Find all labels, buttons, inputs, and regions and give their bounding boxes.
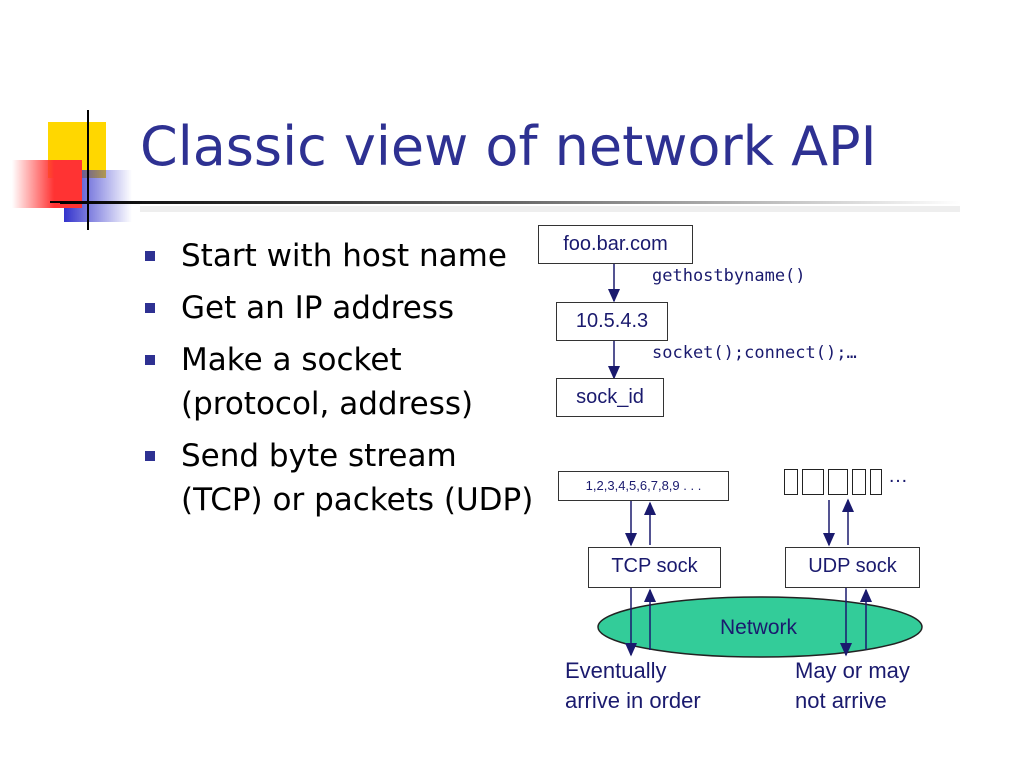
bullet-item: Start with host name	[145, 234, 535, 278]
udp-sock-box: UDP sock	[785, 547, 920, 588]
hostname-box: foo.bar.com	[538, 225, 693, 264]
packet-group: …	[784, 465, 924, 501]
packet-icon	[870, 469, 882, 495]
bullet-square-icon	[145, 451, 155, 461]
tcp-note-line1: Eventually	[565, 658, 667, 683]
title-underline	[60, 201, 960, 212]
network-label: Network	[720, 616, 798, 639]
bullet-text: Send byte stream (TCP) or packets (UDP)	[181, 438, 534, 518]
udp-note-line1: May or may	[795, 658, 910, 683]
ip-address-box: 10.5.4.3	[556, 302, 668, 341]
bullet-square-icon	[145, 303, 155, 313]
bullet-list: Start with host name Get an IP address M…	[145, 234, 535, 530]
packet-icon	[802, 469, 824, 495]
byte-stream-box: 1,2,3,4,5,6,7,8,9 . . .	[558, 471, 729, 501]
bullet-item: Get an IP address	[145, 286, 535, 330]
bullet-square-icon	[145, 355, 155, 365]
gethostbyname-call: gethostbyname()	[652, 266, 806, 286]
socket-connect-call: socket();connect();…	[652, 343, 857, 363]
udp-note-line2: not arrive	[795, 688, 887, 713]
tcp-note-line2: arrive in order	[565, 688, 701, 713]
bullet-text: Start with host name	[181, 238, 507, 274]
bullet-item: Send byte stream (TCP) or packets (UDP)	[145, 434, 535, 522]
tcp-sock-box: TCP sock	[588, 547, 721, 588]
bullet-text: Get an IP address	[181, 290, 455, 326]
bullet-text: Make a socket (protocol, address)	[181, 342, 474, 422]
packet-icon	[828, 469, 848, 495]
bullet-square-icon	[145, 251, 155, 261]
bullet-item: Make a socket (protocol, address)	[145, 338, 535, 426]
sock-id-box: sock_id	[556, 378, 664, 417]
slide-title: Classic view of network API	[140, 115, 877, 178]
packets-ellipsis: …	[888, 465, 908, 487]
packet-icon	[784, 469, 798, 495]
packet-icon	[852, 469, 866, 495]
